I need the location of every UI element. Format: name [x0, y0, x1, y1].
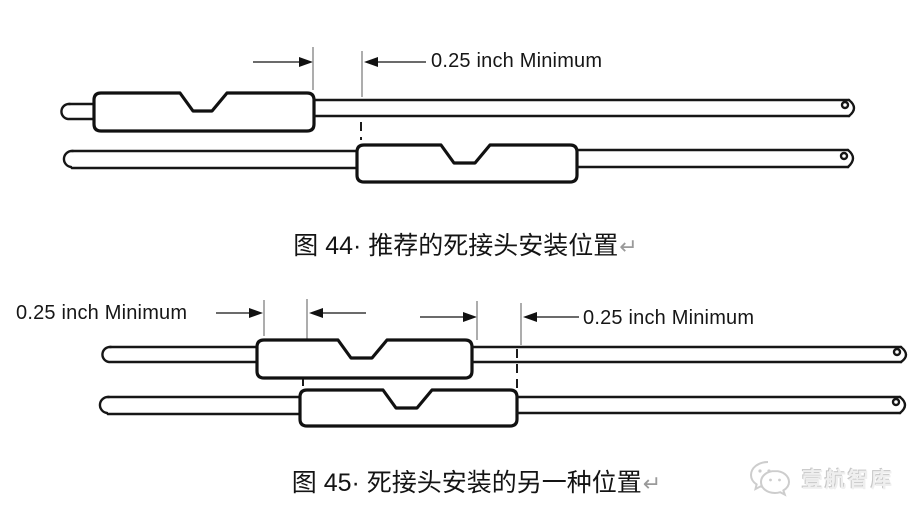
wire-break-loop-icon [847, 98, 856, 118]
arrow-right-icon [249, 308, 263, 318]
fig45-upper-wire-assembly [101, 338, 908, 380]
wire-break-loop-icon [839, 151, 849, 161]
wechat-eye [778, 478, 781, 482]
wechat-eye [767, 469, 771, 473]
wechat-icon [749, 461, 791, 497]
wire-break-loop-icon [62, 149, 75, 169]
wire-break-loop-icon [101, 345, 113, 364]
arrow-left-icon [364, 57, 378, 67]
figure-45-diagram [98, 299, 908, 428]
return-mark-icon: ↵ [642, 471, 662, 496]
splice-sleeve [92, 91, 316, 133]
wire-break-loop-icon [898, 395, 907, 415]
wire-break-loop-icon [98, 395, 111, 415]
fig45-lower-wire-assembly [98, 388, 907, 428]
wechat-eye [758, 469, 762, 473]
wire-break-loop-icon [60, 102, 72, 121]
fig45-dimension-marks [216, 299, 579, 393]
figure-45-caption: 图 45· 死接头安装的另一种位置↵ [16, 463, 921, 499]
fig45-dimension-label-left: 0.25 inch Minimum [16, 302, 188, 324]
fig44-dimension-label: 0.25 inch Minimum [431, 50, 603, 72]
fig44-lower-wire-assembly [62, 143, 855, 184]
wire-break-loop-icon [892, 347, 902, 357]
arrow-left-icon [523, 312, 537, 322]
fig44-dimension-marks [253, 47, 426, 140]
figure-45-caption-text: 图 45· 死接头安装的另一种位置 [291, 469, 642, 497]
fig44-upper-wire-assembly [60, 91, 856, 133]
figure-44-caption: 图 44· 推荐的死接头安装位置↵ [5, 226, 921, 262]
splice-sleeve [255, 338, 474, 380]
splice-sleeve [298, 388, 519, 428]
splice-sleeve [355, 143, 579, 184]
wechat-eye [769, 478, 772, 482]
wechat-small-bubble [759, 469, 791, 497]
fig45-dimension-label-right: 0.25 inch Minimum [583, 307, 755, 329]
figure-44-caption-text: 图 44· 推荐的死接头安装位置 [293, 232, 619, 260]
watermark-text: 壹航智库 [802, 469, 894, 492]
wire-break-loop-icon [840, 100, 850, 110]
figure-44-diagram [60, 47, 856, 184]
return-mark-icon: ↵ [619, 234, 638, 259]
wire-break-loop-icon [846, 148, 855, 169]
arrow-right-icon [463, 312, 477, 322]
wire-break-loop-icon [891, 397, 901, 407]
watermark: 壹航智库 [748, 455, 918, 503]
arrow-left-icon [309, 308, 323, 318]
wire-break-loop-icon [899, 345, 908, 364]
arrow-right-icon [299, 57, 313, 67]
